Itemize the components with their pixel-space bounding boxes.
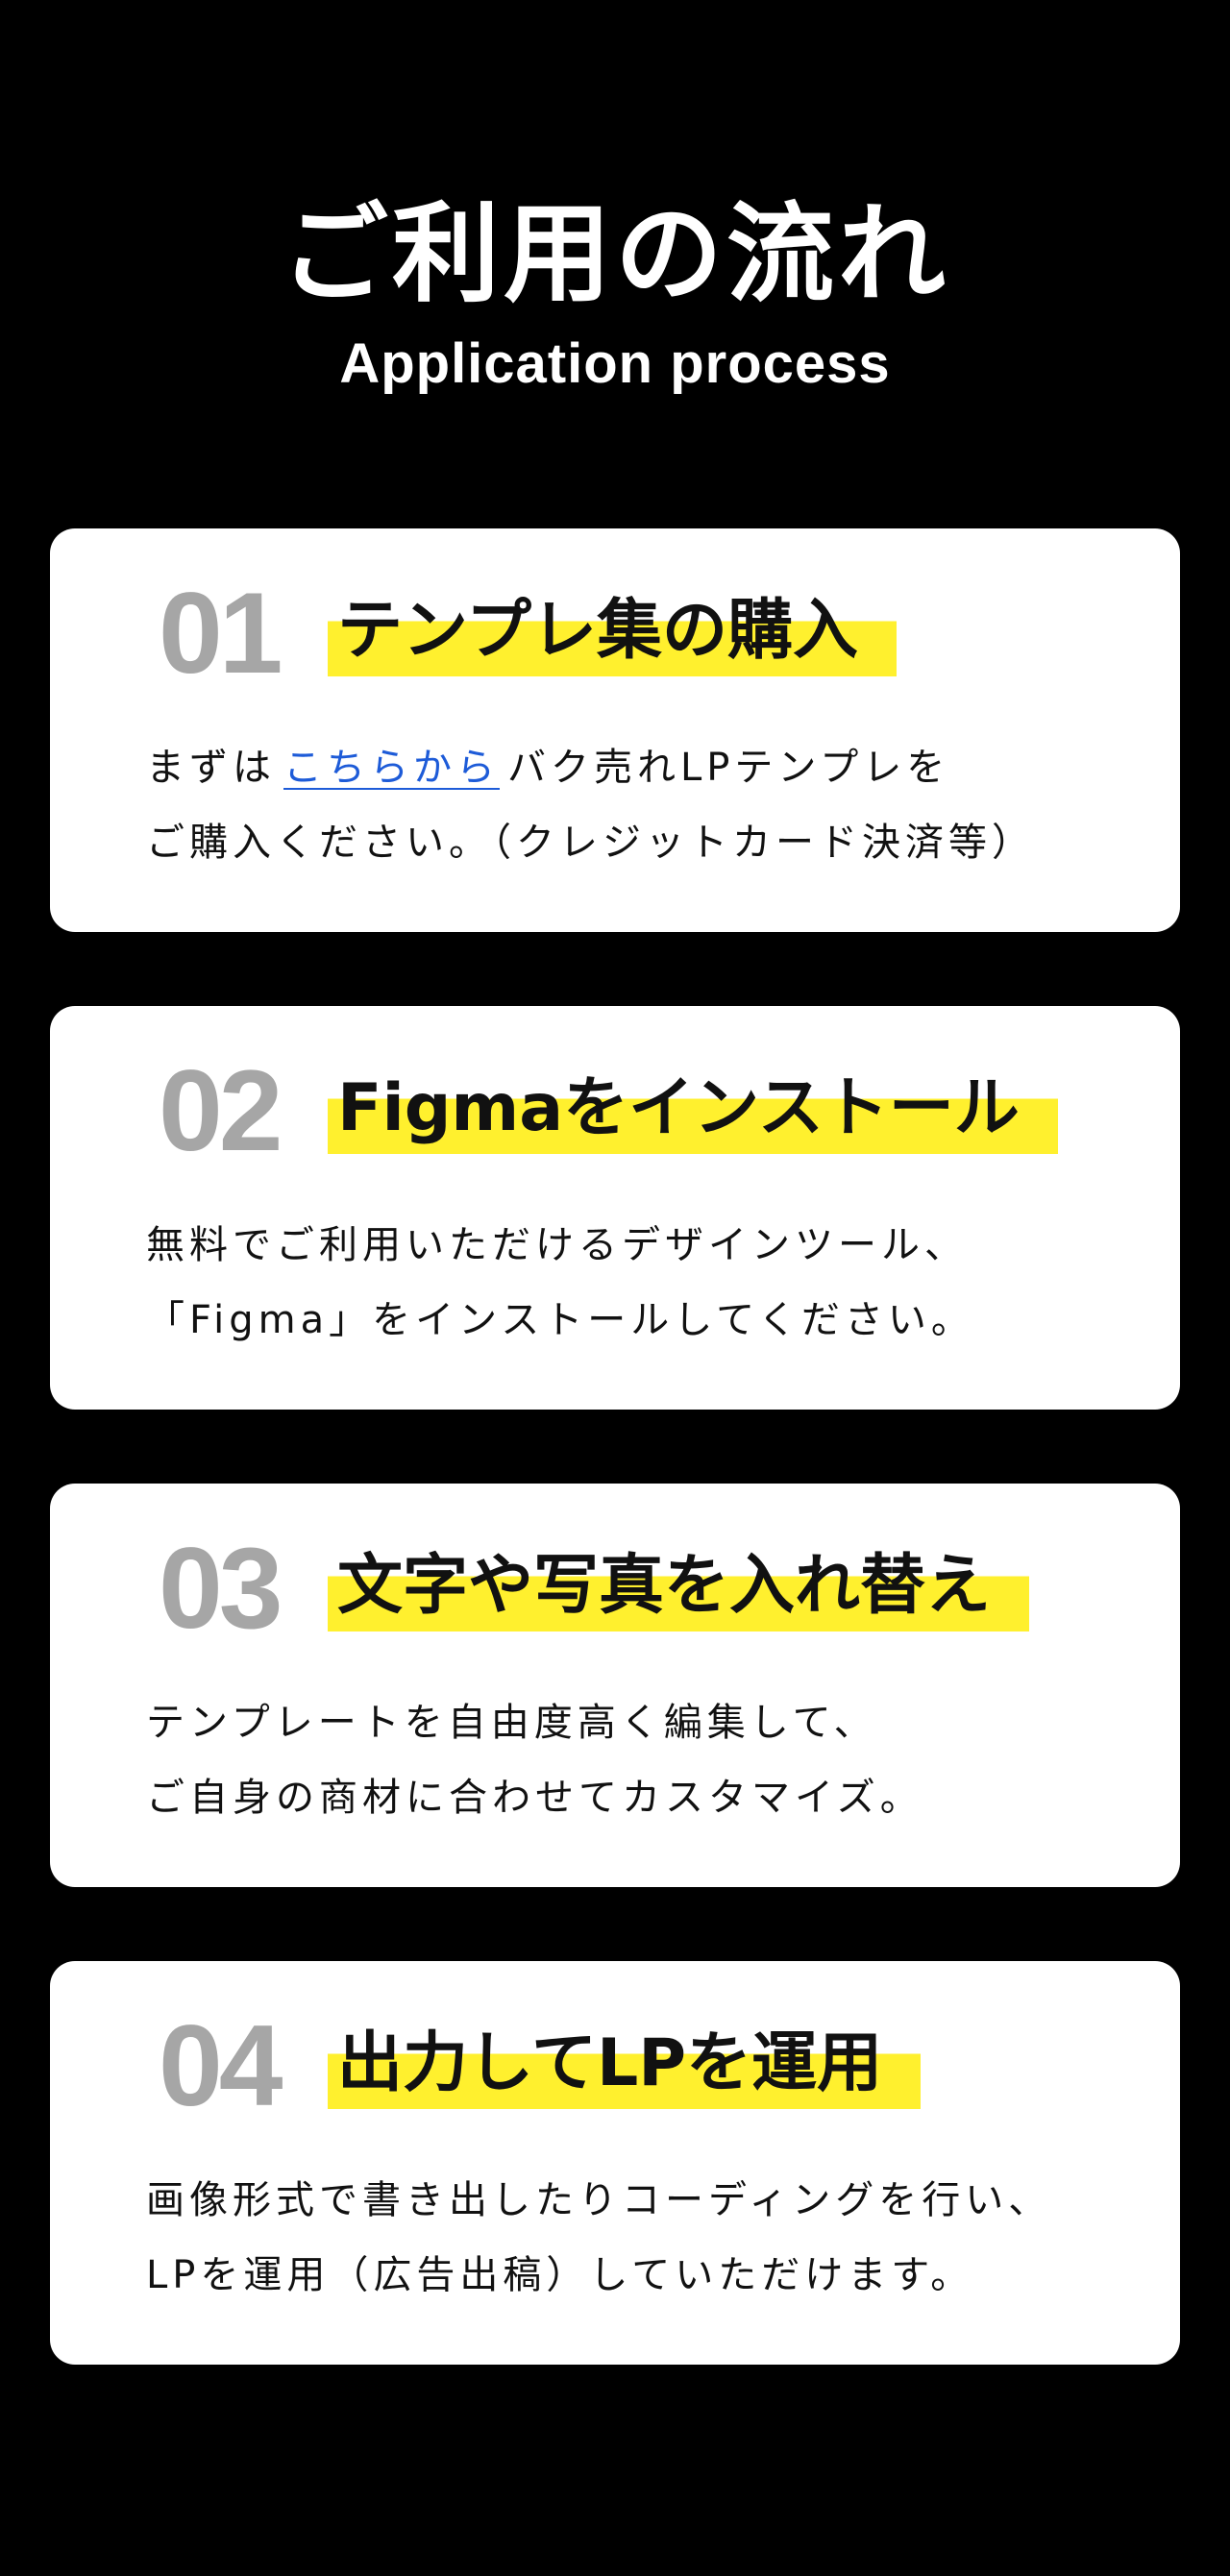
section-header: ご利用の流れ Application process bbox=[0, 183, 1230, 398]
description-line: まずはこちらからバク売れLPテンプレを bbox=[146, 730, 1145, 805]
description-line: ご自身の商材に合わせてカスタマイズ。 bbox=[146, 1776, 923, 1820]
step-title: テンプレ集の購入 bbox=[328, 598, 897, 676]
description-line: LPを運用（広告出稿）していただけます。 bbox=[146, 2253, 974, 2297]
description-line: 「Figma」をインストールしてください。 bbox=[146, 1298, 974, 1342]
description-line: 画像形式で書き出したりコーディングを行い、 bbox=[146, 2178, 1052, 2222]
step-number: 02 bbox=[159, 1046, 283, 1175]
description-line: 無料でご利用いただけるデザインツール、 bbox=[146, 1223, 968, 1267]
process-steps: 01 テンプレ集の購入 まずはこちらからバク売れLPテンプレを ご購入ください。… bbox=[50, 528, 1180, 2439]
step-description: 無料でご利用いただけるデザインツール、 「Figma」をインストールしてください… bbox=[146, 1208, 1145, 1358]
step-number: 03 bbox=[159, 1524, 283, 1653]
step-description: まずはこちらからバク売れLPテンプレを ご購入ください。（クレジットカード決済等… bbox=[146, 730, 1145, 880]
step-number: 04 bbox=[159, 2001, 283, 2130]
description-line: テンプレートを自由度高く編集して、 bbox=[146, 1701, 877, 1745]
step-card-1: 01 テンプレ集の購入 まずはこちらからバク売れLPテンプレを ご購入ください。… bbox=[50, 528, 1180, 932]
step-title: 文字や写真を入れ替え bbox=[328, 1553, 1030, 1631]
description-text: まずは bbox=[146, 746, 276, 790]
step-number: 01 bbox=[159, 569, 283, 698]
purchase-link[interactable]: こちらから bbox=[283, 746, 500, 790]
section-subtitle: Application process bbox=[339, 332, 891, 395]
step-card-3: 03 文字や写真を入れ替え テンプレートを自由度高く編集して、 ご自身の商材に合… bbox=[50, 1484, 1180, 1887]
step-description: テンプレートを自由度高く編集して、 ご自身の商材に合わせてカスタマイズ。 bbox=[146, 1685, 1145, 1835]
step-card-4: 04 出力してLPを運用 画像形式で書き出したりコーディングを行い、 LPを運用… bbox=[50, 1961, 1180, 2365]
description-line: ご購入ください。（クレジットカード決済等） bbox=[146, 821, 1035, 865]
description-text: バク売れLPテンプレを bbox=[507, 746, 950, 790]
step-description: 画像形式で書き出したりコーディングを行い、 LPを運用（広告出稿）していただけま… bbox=[146, 2163, 1145, 2313]
step-title: 出力してLPを運用 bbox=[328, 2030, 922, 2109]
step-title: Figmaをインストール bbox=[328, 1075, 1058, 1154]
section-title: ご利用の流れ bbox=[281, 192, 949, 317]
step-card-2: 02 Figmaをインストール 無料でご利用いただけるデザインツール、 「Fig… bbox=[50, 1006, 1180, 1410]
